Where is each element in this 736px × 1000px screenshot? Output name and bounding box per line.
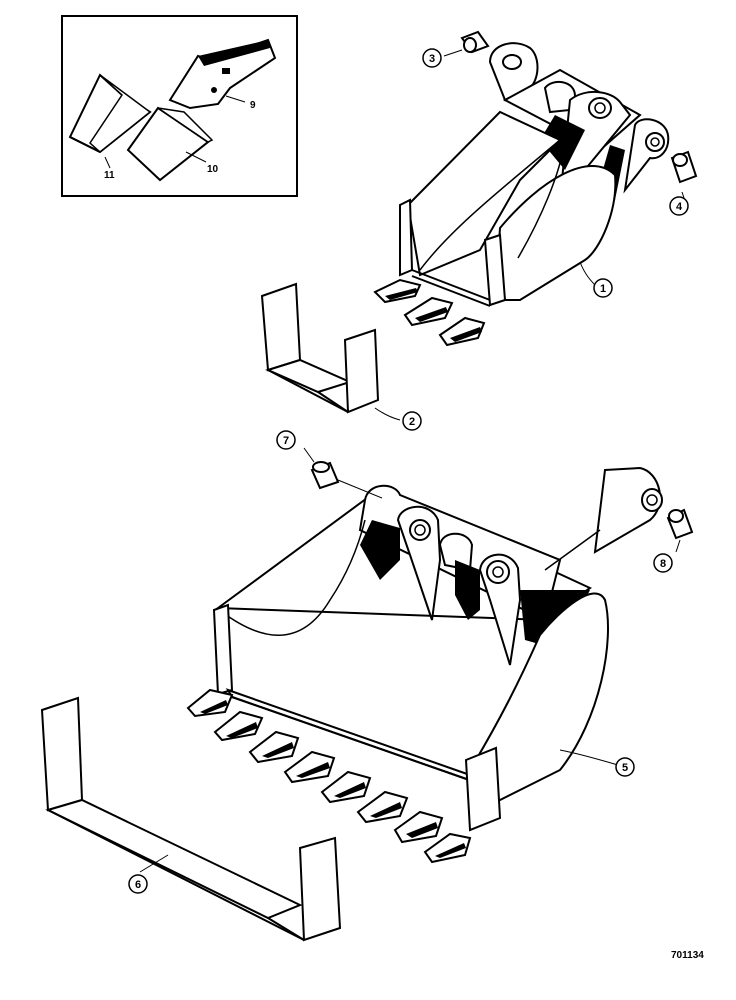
callout-4: 4 — [676, 201, 683, 213]
side-cutter-2 — [260, 282, 380, 414]
tooth-part-10 — [126, 106, 214, 182]
narrow-bucket-teeth — [373, 278, 486, 347]
drawing-number: 701134 — [671, 950, 704, 961]
callout-10: 10 — [207, 164, 219, 175]
callout-3: 3 — [429, 53, 435, 65]
bushing-3 — [460, 30, 490, 54]
callout-circles — [128, 48, 689, 894]
tooth-adapter-9 — [168, 38, 277, 110]
callout-9: 9 — [250, 100, 256, 111]
wide-bucket-teeth — [186, 688, 472, 864]
callout-8: 8 — [660, 558, 666, 570]
callout-6: 6 — [135, 879, 141, 891]
callout-7: 7 — [283, 435, 289, 447]
callout-5: 5 — [622, 762, 628, 774]
side-cutter-6 — [40, 696, 342, 942]
callout-2: 2 — [409, 416, 415, 428]
tooth-part-11 — [68, 73, 152, 154]
loose-ear-plate — [544, 466, 663, 571]
leader-lines — [139, 49, 685, 873]
bushing-4 — [670, 150, 698, 184]
narrow-bucket-1 — [373, 42, 670, 347]
callout-11: 11 — [104, 170, 115, 181]
wide-bucket-5 — [186, 484, 609, 864]
bushing-8 — [666, 508, 694, 540]
bushing-7 — [310, 461, 383, 499]
callout-1: 1 — [600, 283, 606, 295]
teeth-detail-inset: 9 10 11 — [61, 15, 298, 197]
